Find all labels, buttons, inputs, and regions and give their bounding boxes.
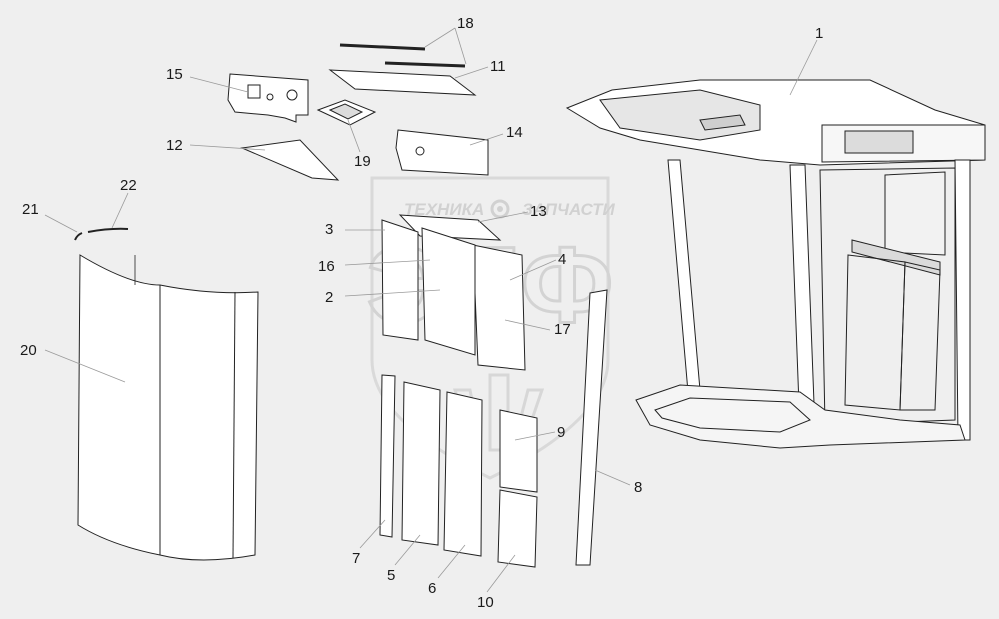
callout-22: 22 [120,177,137,194]
callout-8: 8 [634,479,642,496]
callout-3: 3 [325,221,333,238]
leader-lines [44,27,818,593]
callout-labels: 1 2 3 4 5 6 7 8 9 10 11 12 13 14 15 16 1… [20,15,823,611]
callout-20: 20 [20,342,37,359]
watermark-shield [370,176,610,480]
watermark-line2: ЗАПЧАСТИ [522,200,615,219]
callout-16: 16 [318,258,335,275]
frame-19 [316,99,377,126]
callout-14: 14 [506,124,523,141]
callout-5: 5 [387,567,395,584]
callout-21: 21 [22,201,39,218]
callout-18: 18 [457,15,474,32]
callout-12: 12 [166,137,183,154]
panel-10 [497,489,538,568]
glass-11 [328,69,477,96]
gear-icon [490,199,510,219]
curved-panel-20 [77,254,259,561]
seal-22 [87,227,129,233]
watermark-line1: ТЕХНИКА [404,200,484,219]
pillar-8 [575,289,608,566]
panel-12 [240,139,340,181]
callout-2: 2 [325,289,333,306]
panel-5 [401,381,441,546]
callout-19: 19 [354,153,371,170]
panel-6 [443,391,483,557]
callout-6: 6 [428,580,436,597]
cab-frame [565,79,986,449]
callout-11: 11 [490,58,506,75]
callout-4: 4 [558,251,566,268]
panel-4 [472,244,526,371]
callout-10: 10 [477,594,494,611]
callout-9: 9 [557,424,565,441]
callout-7: 7 [352,550,360,567]
strip-7 [379,374,396,538]
callout-1: 1 [815,25,823,42]
panel-9 [499,409,538,493]
callout-13: 13 [530,203,547,220]
callout-15: 15 [166,66,183,83]
panel-14 [395,129,489,176]
panel-3 [381,219,419,341]
panel-15 [227,73,309,123]
panel-2 [421,227,476,356]
strip-18 [339,43,466,68]
seal-21 [74,232,83,241]
callout-17: 17 [554,321,571,338]
